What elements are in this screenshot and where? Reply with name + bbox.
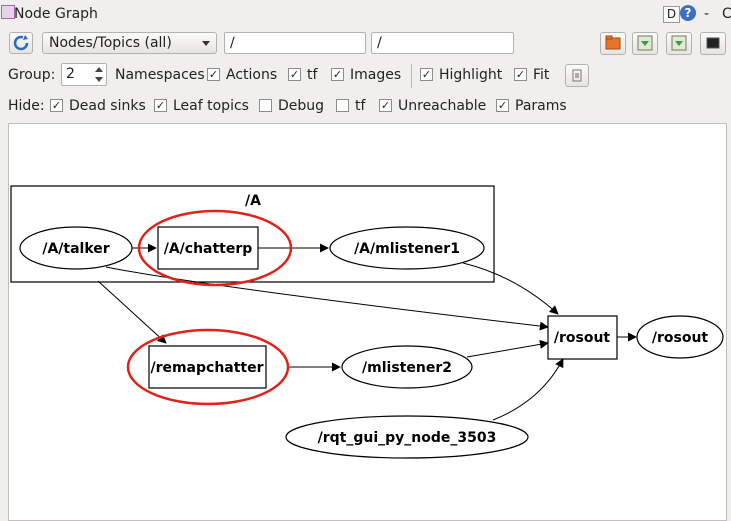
view-mode-value: Nodes/Topics (all) — [49, 35, 172, 51]
load-dot-button[interactable] — [600, 32, 626, 55]
debug-checkbox[interactable] — [259, 99, 272, 112]
node-mlistener1[interactable] — [329, 226, 485, 270]
minimize-button[interactable]: - — [704, 6, 710, 22]
node-mlistener2[interactable] — [341, 345, 473, 389]
hide-tf-checkbox[interactable] — [336, 99, 349, 112]
edge — [97, 280, 167, 344]
topic-rosout-label: /rosout — [554, 330, 611, 346]
highlight-label: Highlight — [439, 67, 503, 83]
folder-icon — [605, 35, 621, 50]
chevron-down-icon — [202, 41, 210, 46]
hide-label: Hide: — [8, 98, 45, 114]
topic-remapchatter[interactable] — [148, 345, 267, 389]
node-filter-input[interactable]: / — [224, 32, 366, 54]
topic-chatterp[interactable] — [157, 226, 259, 270]
debug-label: Debug — [278, 98, 325, 114]
window-title: Node Graph — [14, 6, 98, 22]
image-save-icon — [637, 35, 653, 51]
fit-label: Fit — [533, 67, 550, 83]
tf-label: tf — [307, 67, 318, 83]
app-icon — [1, 5, 15, 19]
save-svg-button[interactable] — [700, 32, 726, 55]
images-label: Images — [350, 67, 402, 83]
refresh-icon — [13, 35, 29, 51]
cluster-label: /A — [245, 193, 261, 209]
hide-tf-label: tf — [355, 98, 366, 114]
fit-view-button[interactable] — [565, 64, 589, 87]
help-icon[interactable]: ? — [680, 5, 696, 21]
group-value: 2 — [66, 66, 75, 82]
topic-filter-input[interactable]: / — [371, 32, 514, 54]
title-bar: Node Graph D ? - C — [0, 0, 731, 30]
group-label: Group: — [8, 67, 56, 83]
fit-icon — [572, 69, 582, 82]
node-talker-label: /A/talker — [42, 241, 109, 257]
edge — [462, 262, 559, 315]
edge — [492, 358, 564, 421]
spin-down-icon[interactable] — [95, 77, 103, 82]
node-rqt-gui[interactable] — [285, 415, 529, 459]
spin-up-icon[interactable] — [95, 67, 103, 72]
refresh-button[interactable] — [9, 32, 33, 54]
view-mode-select[interactable]: Nodes/Topics (all) — [42, 32, 217, 54]
unreachable-label: Unreachable — [398, 98, 487, 114]
highlight-ring — [126, 328, 290, 406]
params-checkbox[interactable]: ✓ — [496, 99, 509, 112]
topic-remapchatter-label: /remapchatter — [150, 360, 263, 376]
node-rosout[interactable] — [636, 315, 724, 359]
save-image-button[interactable] — [666, 32, 692, 55]
separator — [411, 64, 412, 88]
dead-sinks-label: Dead sinks — [69, 98, 146, 114]
tf-checkbox[interactable]: ✓ — [288, 68, 301, 81]
close-button[interactable]: C — [722, 6, 731, 22]
fit-checkbox[interactable]: ✓ — [514, 68, 527, 81]
namespaces-label: Namespaces — [115, 67, 205, 83]
group-spinbox[interactable]: 2 — [61, 63, 107, 86]
graph-canvas[interactable]: /A /A/talker /A/chatterp /A/mlistener1 /… — [8, 123, 727, 521]
edge — [466, 339, 549, 358]
node-rqt-gui-label: /rqt_gui_py_node_3503 — [318, 430, 497, 446]
node-mlistener1-label: /A/mlistener1 — [354, 241, 460, 257]
highlight-ring — [137, 209, 293, 287]
actions-checkbox[interactable]: ✓ — [207, 68, 220, 81]
topic-rosout[interactable] — [547, 315, 618, 360]
image-save-icon — [671, 35, 687, 51]
leaf-topics-checkbox[interactable]: ✓ — [154, 99, 167, 112]
actions-label: Actions — [226, 67, 278, 83]
unreachable-checkbox[interactable]: ✓ — [379, 99, 392, 112]
d-button[interactable]: D — [663, 6, 680, 23]
images-checkbox[interactable]: ✓ — [331, 68, 344, 81]
leaf-topics-label: Leaf topics — [173, 98, 249, 114]
node-talker[interactable] — [19, 226, 133, 270]
params-label: Params — [515, 98, 567, 114]
save-dot-button[interactable] — [632, 32, 658, 55]
dead-sinks-checkbox[interactable]: ✓ — [50, 99, 63, 112]
node-rosout-label: /rosout — [652, 330, 709, 346]
namespace-cluster — [10, 185, 495, 283]
node-mlistener2-label: /mlistener2 — [362, 360, 452, 376]
edge — [105, 266, 549, 331]
highlight-checkbox[interactable]: ✓ — [420, 68, 433, 81]
topic-chatterp-label: /A/chatterp — [164, 241, 253, 257]
screen-icon — [706, 37, 720, 49]
